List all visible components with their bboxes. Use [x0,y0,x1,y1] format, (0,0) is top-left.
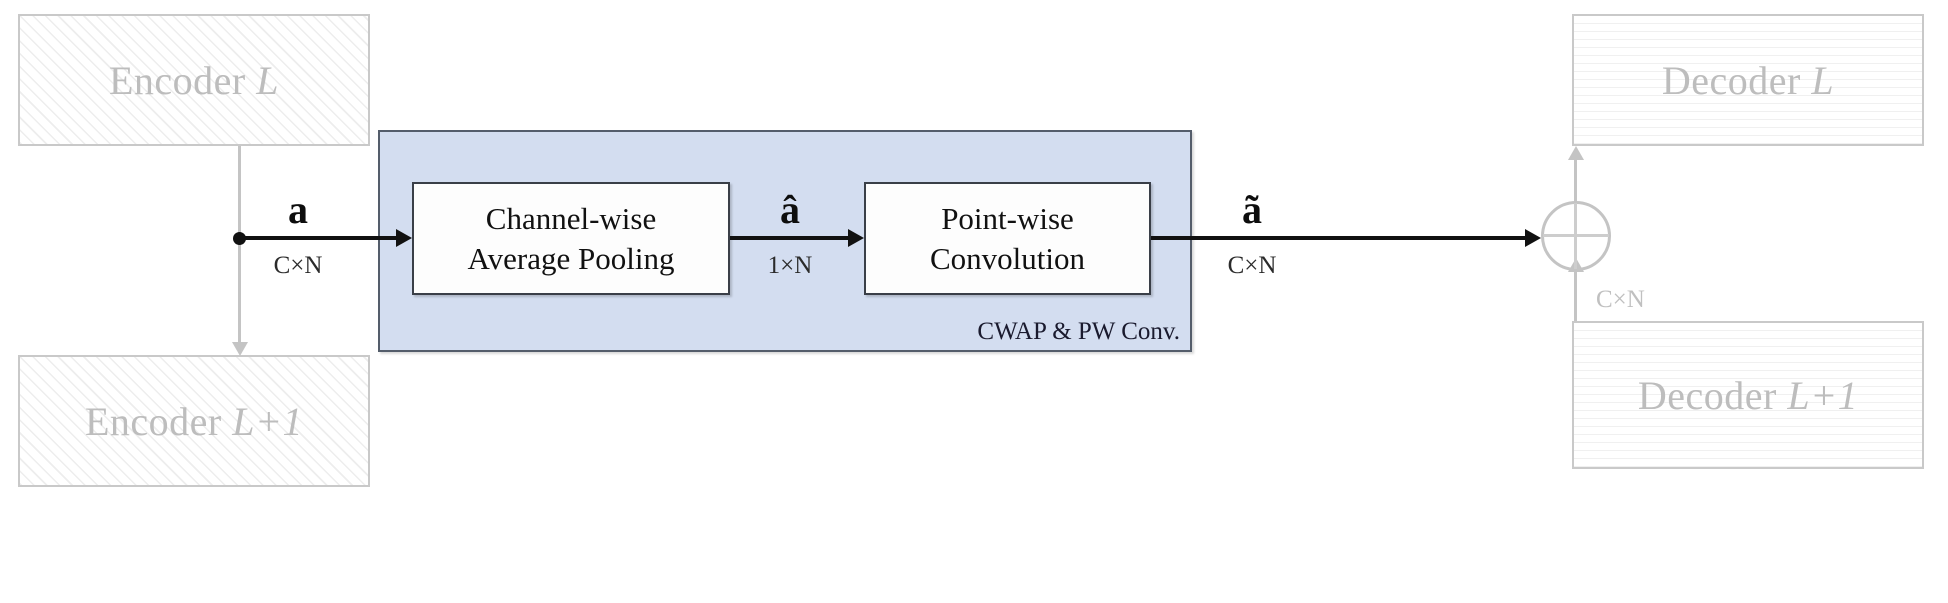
summation-cross-horizontal [1543,234,1609,237]
decoder-path-arrowhead-upper [1568,146,1584,160]
tensor-dims-a-tilde: C×N [1227,252,1277,279]
wire-cwap-to-pwc [730,236,848,240]
decoder-l-label: Decoder L [1661,57,1835,103]
decoder-block-l-plus-1: Decoder L+1 [1572,321,1924,469]
pwc-line-1: Point-wise [941,200,1074,236]
tensor-dims-a: C×N [273,252,323,279]
decoder-l-plus-1-label: Decoder L+1 [1637,372,1859,418]
decoder-block-l: Decoder L [1572,14,1924,146]
decoder-path-wire-lower [1574,271,1577,321]
arrowhead-pwc-to-sum [1525,229,1541,247]
tensor-symbol-a-tilde: ã [1242,187,1262,232]
panel-caption: CWAP & PW Conv. [977,318,1180,345]
encoder-path-arrowhead [232,342,248,356]
encoder-l-label: Encoder L [108,57,279,103]
tensor-dims-skip: C×N [1596,286,1645,313]
point-wise-convolution-box: Point-wise Convolution [864,182,1151,295]
wire-pwc-to-sum [1151,236,1525,240]
tensor-dims-a-hat: 1×N [767,252,813,279]
input-junction-dot [233,232,246,245]
summation-node [1541,201,1611,271]
encoder-block-l: Encoder L [18,14,370,146]
arrowhead-cwap-to-pwc [848,229,864,247]
channel-wise-average-pooling-box: Channel-wise Average Pooling [412,182,730,295]
tensor-symbol-a-hat: â [780,187,800,232]
tensor-symbol-a: a [288,187,308,232]
pwc-line-2: Convolution [929,240,1085,276]
encoder-path-wire [238,146,241,346]
encoder-l-plus-1-label: Encoder L+1 [84,398,303,444]
wire-input-to-cwap [240,236,396,240]
decoder-path-wire-upper [1574,159,1577,203]
arrowhead-input-to-cwap [396,229,412,247]
cwap-line-2: Average Pooling [467,240,675,276]
encoder-block-l-plus-1: Encoder L+1 [18,355,370,487]
cwap-line-1: Channel-wise [485,200,657,236]
